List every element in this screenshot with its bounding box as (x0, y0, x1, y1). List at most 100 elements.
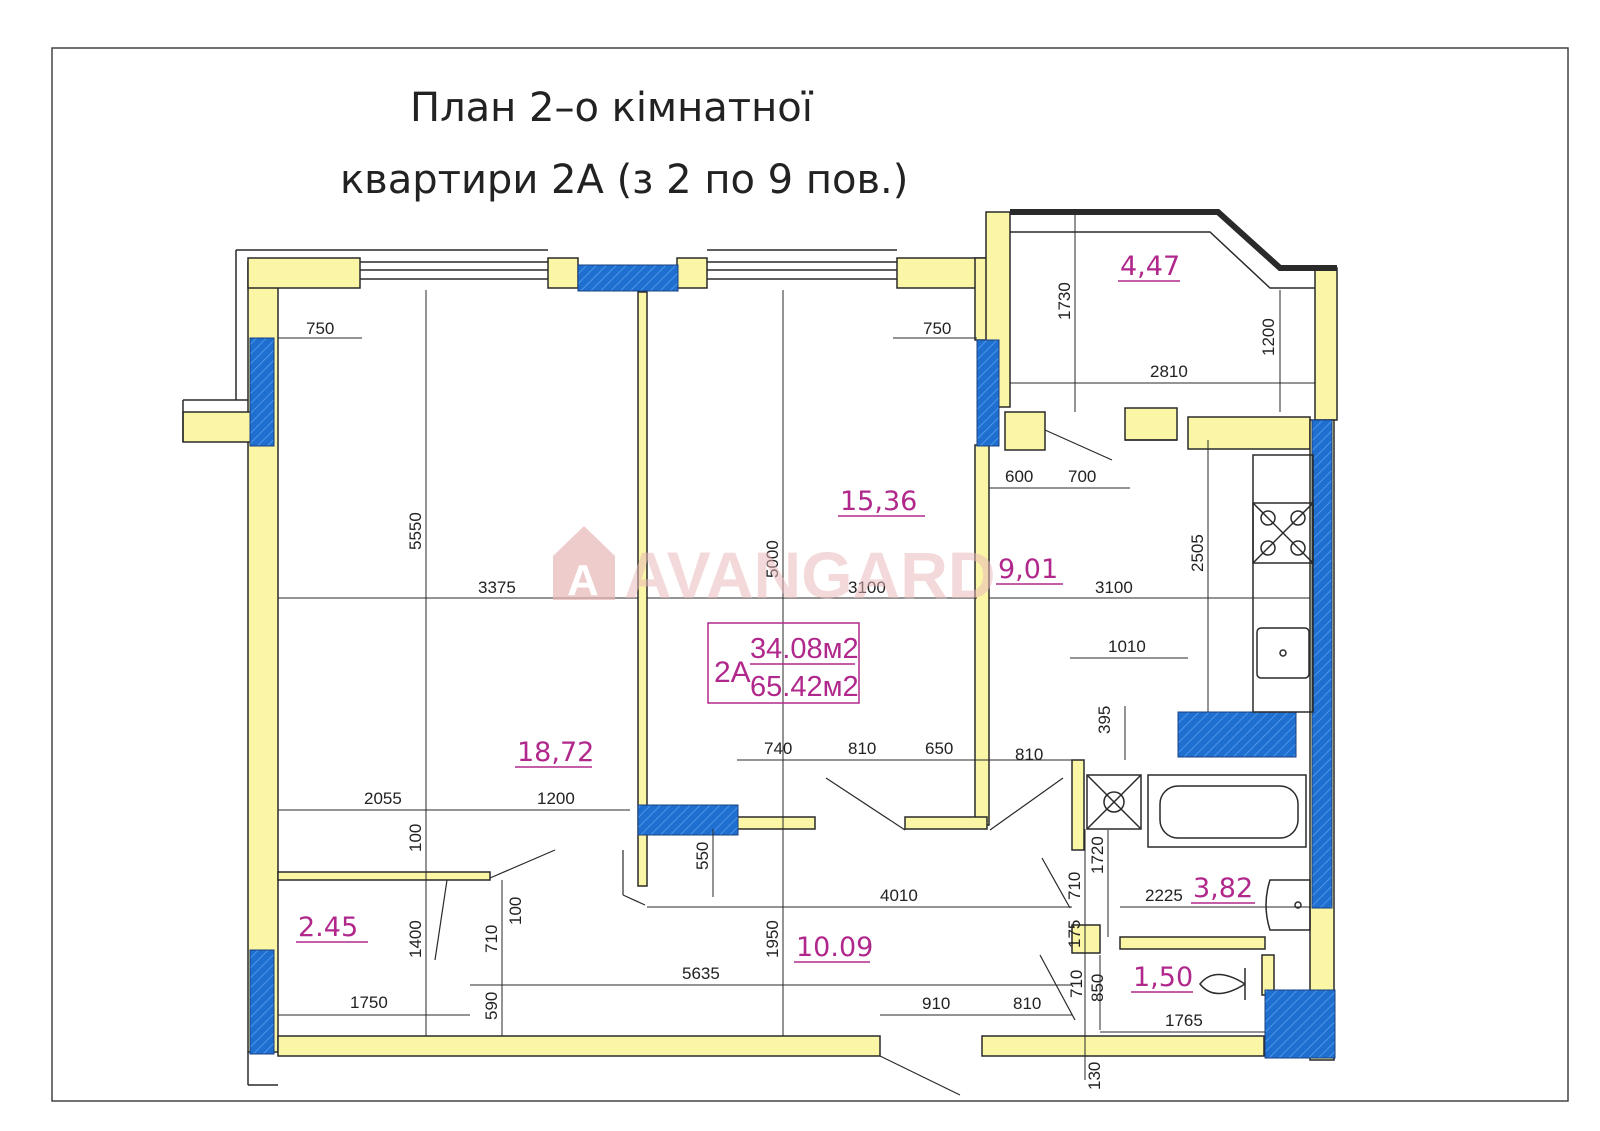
wall-loggia-outer-inner (1010, 231, 1315, 289)
wall-bottom-right (981, 1035, 1265, 1057)
dim-2810: 2810 (1150, 362, 1188, 381)
wall-loggia-outer (1010, 209, 1337, 271)
wall-room-right-lower (974, 444, 990, 826)
area-bathroom: 3,82 (1193, 873, 1253, 904)
dim-1750: 1750 (350, 993, 388, 1012)
toilet-icon (1199, 968, 1246, 1000)
area-room-right: 15,36 (840, 486, 917, 517)
dim-600: 600 (1005, 467, 1033, 486)
dim-1730: 1730 (1055, 282, 1074, 320)
dim-750-left: 750 (306, 319, 334, 338)
window-right-lower (1264, 989, 1336, 1059)
dim-5550: 5550 (406, 512, 425, 550)
dim-3100-kitchen: 3100 (1095, 578, 1133, 597)
dim-2225: 2225 (1145, 886, 1183, 905)
dim-710-c: 710 (1067, 970, 1086, 998)
dim-1200-loggia: 1200 (1259, 318, 1278, 356)
wall-top-left-corner (247, 257, 361, 289)
dim-3100-mid: 3100 (848, 578, 886, 597)
wall-corridor-b (904, 816, 988, 830)
dim-810-c: 810 (1013, 994, 1041, 1013)
dim-130: 130 (1085, 1062, 1104, 1090)
dim-2505: 2505 (1188, 534, 1207, 572)
dim-5000: 5000 (763, 540, 782, 578)
window-left-lower (249, 949, 275, 1055)
area-hall: 10.09 (796, 932, 873, 963)
window-right-exterior (1311, 419, 1333, 909)
dim-710-a: 710 (1065, 872, 1084, 900)
plan-title-line-1: План 2–о кімнатної (410, 85, 814, 131)
washing-machine-icon (1086, 774, 1142, 830)
wall-loggia-bottom-left (1004, 411, 1046, 451)
door-swings (434, 429, 1113, 1096)
stamp-living-area: 34.08м2 (750, 633, 859, 665)
apartment-stamp: 2А 34.08м2 65.42м2 (707, 622, 860, 704)
wall-loggia-right (1314, 267, 1338, 421)
wall-bath-bottom (1119, 936, 1266, 950)
watermark: A AVANGARD (553, 526, 996, 612)
fixtures (1086, 454, 1314, 1000)
wall-top-pier-right (676, 257, 708, 289)
kitchen-vent-block (1177, 711, 1297, 758)
dim-750-right: 750 (923, 319, 951, 338)
dim-850: 850 (1088, 974, 1107, 1002)
wall-bottom-left (277, 1035, 881, 1057)
window-left-upper (249, 337, 275, 447)
dim-810-a: 810 (848, 739, 876, 758)
wall-bath-left (1071, 759, 1085, 851)
dim-740: 740 (764, 739, 792, 758)
watermark-logo-letter: A (567, 556, 599, 605)
dim-5635: 5635 (682, 964, 720, 983)
window-top-center (577, 264, 679, 292)
wall-toilet-left (1071, 924, 1101, 954)
dim-1720: 1720 (1088, 836, 1107, 874)
dim-175: 175 (1065, 920, 1084, 948)
dim-100-b: 100 (506, 897, 525, 925)
wall-top-pier-left (547, 257, 579, 289)
wall-kitchen-top (1187, 416, 1311, 450)
windows (249, 264, 1336, 1059)
washbasin-icon (1265, 879, 1311, 931)
wall-corridor-a (736, 816, 816, 830)
window-lines (182, 249, 1177, 1086)
area-storage: 2.45 (298, 912, 358, 943)
stamp-frame (707, 622, 860, 704)
area-room-large: 18,72 (517, 737, 594, 768)
dim-590: 590 (482, 992, 501, 1020)
drawing-frame (51, 47, 1569, 1102)
dim-1765: 1765 (1165, 1011, 1203, 1030)
dim-710-b: 710 (482, 925, 501, 953)
area-kitchen: 9,01 (998, 554, 1058, 585)
wall-kitchen-top-small (1124, 407, 1178, 441)
wall-interior-rooms (637, 291, 648, 887)
avangard-logo-icon (553, 526, 615, 600)
window-room-right (976, 339, 1000, 447)
dim-2055: 2055 (364, 789, 402, 808)
dim-1200-room: 1200 (537, 789, 575, 808)
dimension-labels: 750 750 1730 1200 2810 5550 5000 3375 31… (306, 282, 1278, 1090)
dim-3375: 3375 (478, 578, 516, 597)
dim-4010: 4010 (880, 886, 918, 905)
dim-1950: 1950 (763, 920, 782, 958)
kitchen-sink-icon (1256, 627, 1310, 679)
dim-810-b: 810 (1015, 745, 1043, 764)
dim-910: 910 (922, 994, 950, 1013)
kitchen-counter (1252, 454, 1314, 713)
area-loggia: 4,47 (1120, 251, 1180, 282)
stamp-total-area: 65.42м2 (750, 671, 859, 703)
wall-storage-top (277, 871, 491, 881)
bathtub-icon (1147, 774, 1307, 848)
area-toilet: 1,50 (1133, 962, 1193, 993)
dim-650: 650 (925, 739, 953, 758)
wall-toilet-right (1261, 954, 1275, 996)
plan-title-line-2: квартири 2А (з 2 по 9 пов.) (340, 157, 908, 203)
room-areas: 4,47 15,36 9,01 18,72 3,82 2.45 10.09 1,… (296, 251, 1255, 993)
dim-395: 395 (1095, 706, 1114, 734)
dim-700: 700 (1068, 467, 1096, 486)
dim-550: 550 (693, 842, 712, 870)
dim-100-a: 100 (406, 824, 425, 852)
dim-1010: 1010 (1108, 637, 1146, 656)
watermark-text: AVANGARD (624, 538, 996, 612)
door-block-corridor (637, 804, 739, 836)
